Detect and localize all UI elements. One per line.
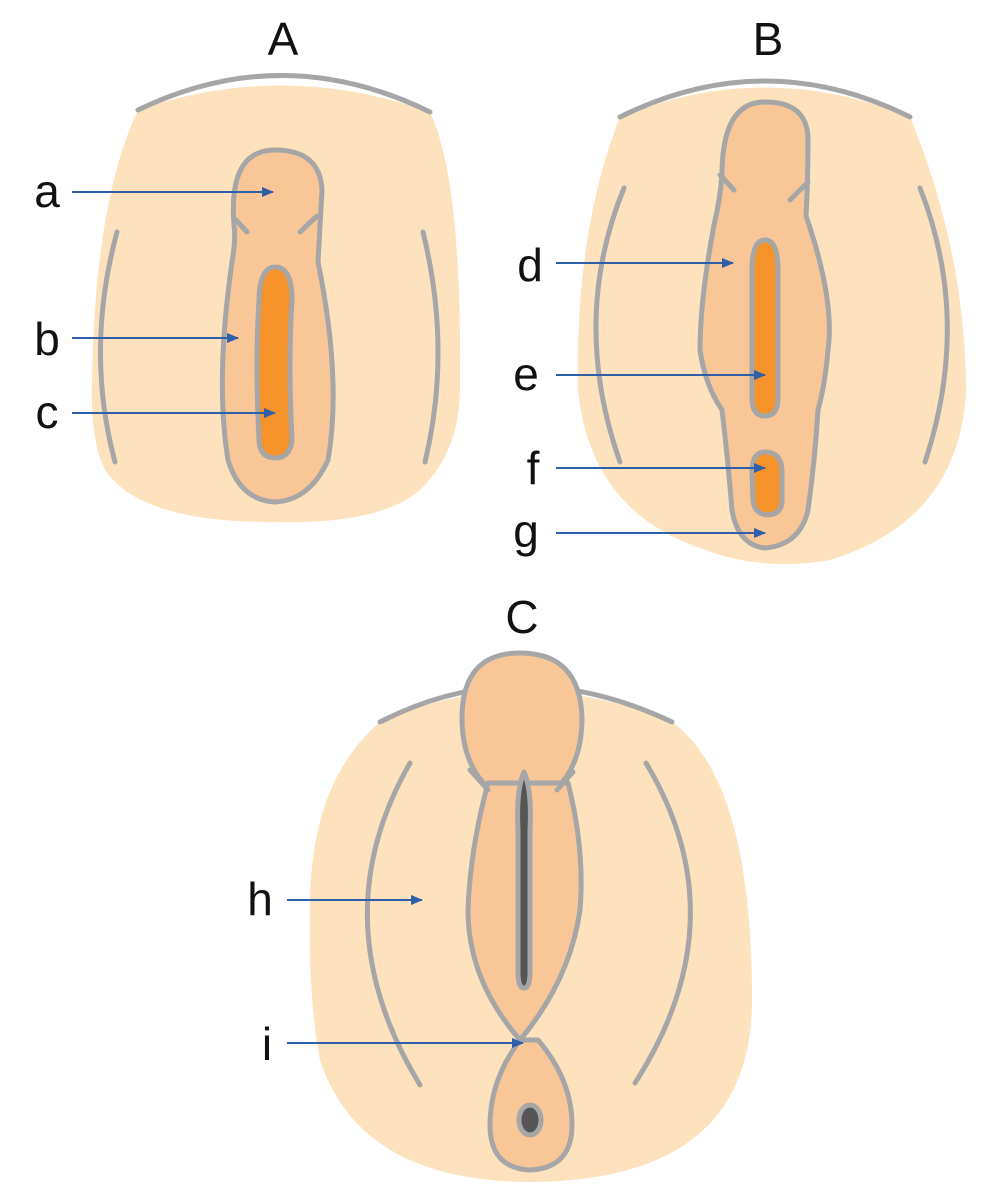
label-b: b: [34, 313, 60, 365]
panel-a-urethral-groove: [254, 264, 295, 461]
panel-a-top-edge: [135, 73, 433, 115]
label-e: e: [513, 348, 539, 400]
panel-a-right-notch: [297, 213, 320, 235]
panel-b-title: B: [753, 13, 784, 65]
label-f: f: [527, 442, 540, 494]
label-g: g: [513, 505, 539, 557]
panel-c-title: C: [505, 591, 538, 643]
panel-a-right-crease: [420, 229, 441, 465]
label-c: c: [36, 386, 59, 438]
panel-b-left-crease: [593, 185, 627, 465]
label-d: d: [517, 239, 543, 291]
panel-a-title: A: [268, 13, 299, 65]
panel-a-left-notch: [233, 217, 250, 235]
panel-c: C h i: [247, 591, 752, 1182]
panel-c-left-notch: [467, 767, 491, 793]
panel-c-right-labioscrotal-fold: [632, 760, 693, 1086]
panel-b-right-crease: [917, 185, 950, 465]
label-h: h: [247, 873, 273, 925]
label-i: i: [262, 1018, 272, 1070]
label-a: a: [34, 165, 60, 217]
panel-c-right-notch: [554, 769, 576, 793]
panel-b-anal-pit: [749, 449, 785, 518]
panel-b: B d e f g: [513, 13, 966, 564]
panel-b-urethral-groove: [749, 237, 781, 419]
panel-b-left-notch: [717, 172, 737, 193]
panel-c-anus: [516, 1102, 544, 1138]
panel-b-right-notch: [787, 179, 811, 203]
panel-b-top-edge: [617, 78, 913, 120]
panel-a: A a b c: [34, 13, 461, 523]
panel-c-urethral-slit: [515, 769, 533, 991]
panel-a-left-crease: [98, 229, 120, 465]
panel-c-glans: [459, 650, 585, 793]
panel-c-left-labioscrotal-fold: [364, 760, 423, 1088]
